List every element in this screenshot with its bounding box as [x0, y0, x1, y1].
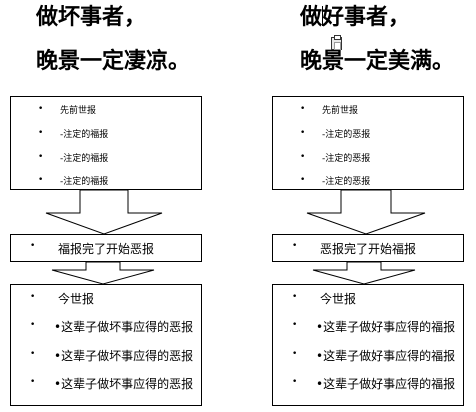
left-arrow-1 [45, 189, 163, 235]
right-bottom-item-4: •这辈子做好事应得的福报 [316, 377, 456, 391]
right-top-item-4: -注定的恶报 [322, 177, 371, 187]
left-bottom-item-2: •这辈子做坏事应得的恶报 [54, 320, 194, 334]
left-top-item-2: -注定的福报 [60, 130, 109, 140]
clipboard-icon[interactable] [331, 35, 342, 50]
text-cursor [322, 6, 323, 26]
right-bottom-item-3: •这辈子做好事应得的福报 [316, 349, 456, 363]
right-top-item-3: -注定的恶报 [322, 154, 371, 164]
right-top-item-2: -注定的恶报 [322, 130, 371, 140]
left-top-item-1: 先前世报 [60, 106, 97, 116]
bullet: • [292, 241, 298, 251]
right-bottom-item-1: 今世报 [320, 292, 357, 306]
right-arrow-1 [306, 189, 426, 235]
left-bottom-item-4: •这辈子做坏事应得的恶报 [54, 377, 194, 391]
bullet: • [30, 377, 36, 387]
bullet: • [292, 320, 298, 330]
right-bottom-item-2: •这辈子做好事应得的福报 [316, 320, 456, 334]
bullet: • [38, 175, 44, 185]
bullet: • [30, 241, 36, 251]
bullet: • [38, 104, 44, 114]
left-top-item-3: -注定的福报 [60, 154, 109, 164]
bullet: • [300, 175, 306, 185]
left-title-line1: 做坏事者， [36, 4, 147, 30]
bullet: • [292, 377, 298, 387]
bullet: • [38, 128, 44, 138]
bullet: • [30, 292, 36, 302]
left-bottom-item-1: 今世报 [58, 292, 95, 306]
left-arrow-2 [51, 261, 155, 285]
left-bottom-box [10, 284, 202, 406]
bullet: • [30, 349, 36, 359]
left-top-box [10, 96, 202, 190]
bullet: • [300, 152, 306, 162]
right-title-line1: 做好事者， [300, 4, 411, 30]
right-title-line2: 晚景一定美满。 [300, 48, 455, 74]
left-title-line2: 晚景一定凄凉。 [36, 48, 191, 74]
left-top-item-4: -注定的福报 [60, 177, 109, 187]
left-middle-text: 福报完了开始恶报 [58, 242, 155, 256]
bullet: • [300, 128, 306, 138]
bullet: • [292, 292, 298, 302]
right-arrow-2 [312, 261, 416, 285]
bullet: • [30, 320, 36, 330]
right-top-box [272, 96, 464, 190]
bullet: • [38, 152, 44, 162]
bullet: • [292, 349, 298, 359]
right-top-item-1: 先前世报 [322, 106, 359, 116]
bullet: • [300, 104, 306, 114]
right-middle-text: 恶报完了开始福报 [320, 242, 417, 256]
left-bottom-item-3: •这辈子做坏事应得的恶报 [54, 349, 194, 363]
left-middle-box [10, 234, 202, 262]
